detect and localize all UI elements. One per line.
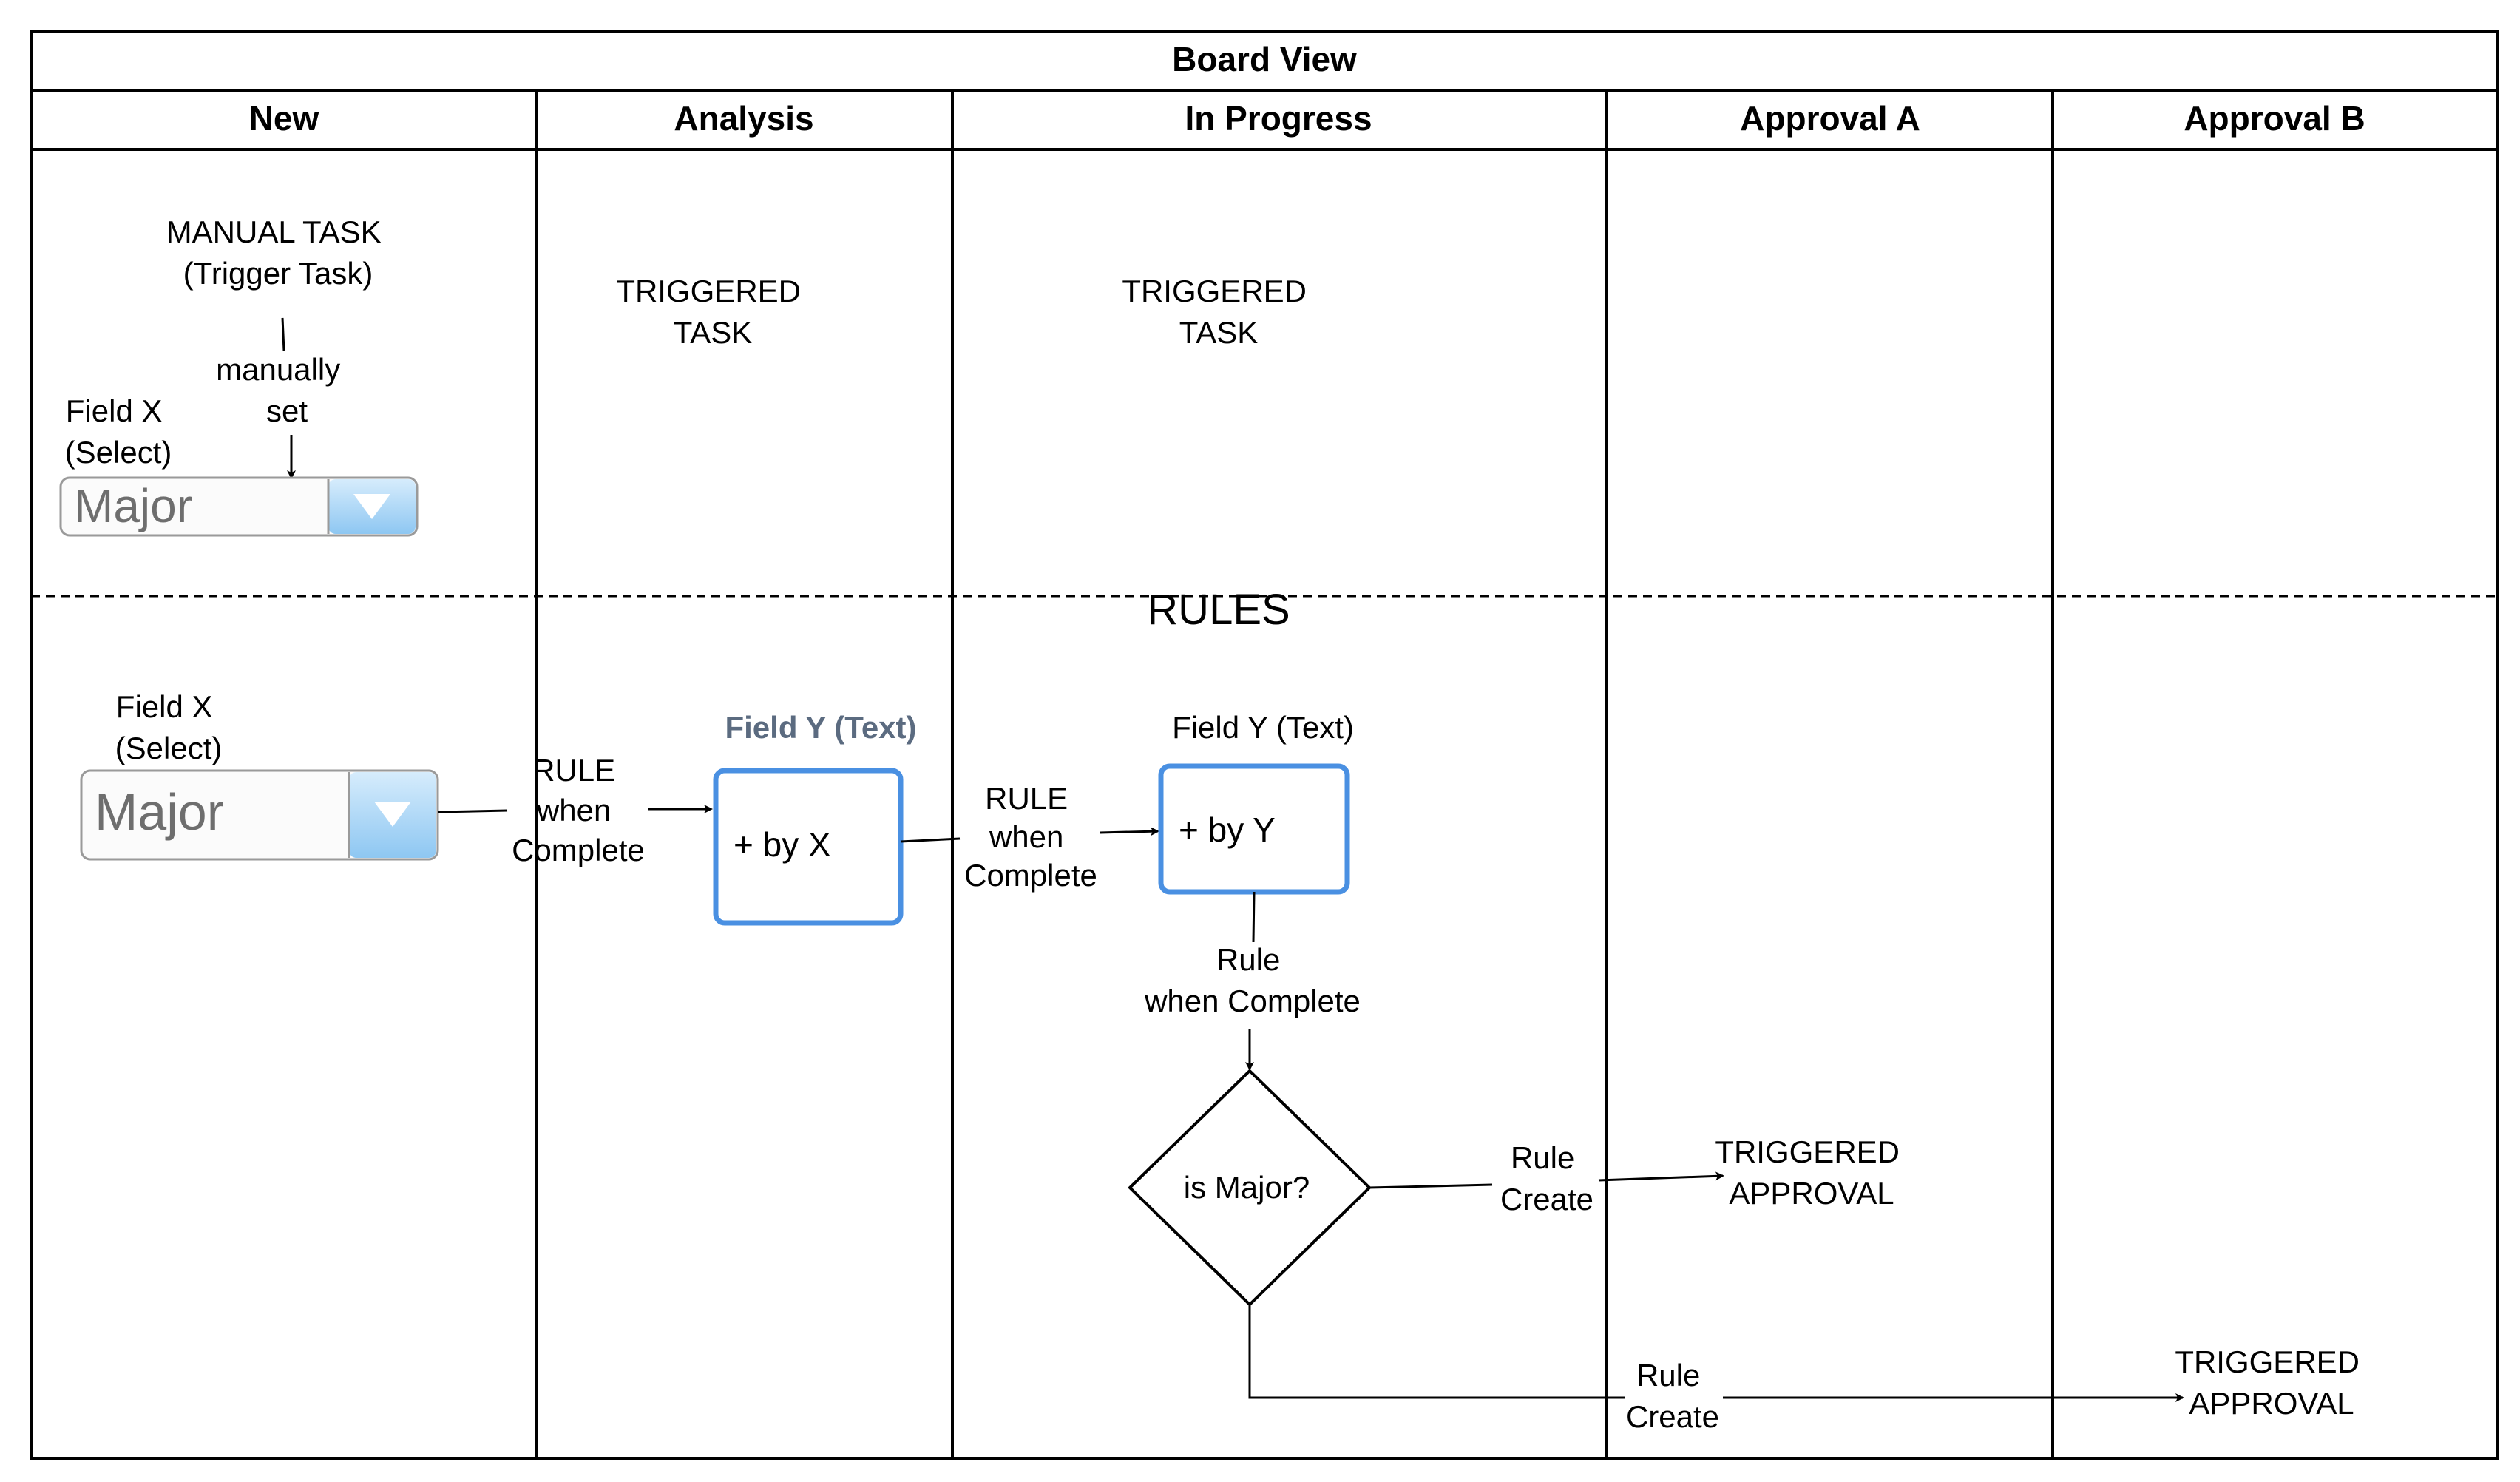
triggered-task-progress: TRIGGERED TASK	[1122, 274, 1315, 350]
box-by-x-label: + by X	[734, 825, 831, 864]
triggered-approval-a: TRIGGERED APPROVAL	[1715, 1134, 1908, 1211]
rule-when-complete-2: RULE when Complete	[964, 781, 1097, 893]
box-by-x[interactable]	[713, 768, 904, 926]
triggered-approval-b: TRIGGERED APPROVAL	[2175, 1344, 2368, 1421]
manually-set-label: manually set	[216, 352, 349, 428]
arrow-to-approval-a	[1598, 1171, 1724, 1182]
column-header-approval-a: Approval A	[1740, 99, 1920, 138]
column-header-new: New	[249, 99, 319, 138]
chevron-down-icon	[353, 494, 390, 519]
manual-task-label: MANUAL TASK (Trigger Task)	[166, 214, 390, 291]
field-x-label-rules: Field X (Select)	[115, 689, 223, 765]
chevron-down-icon	[374, 802, 411, 827]
connector-box-y-to-rule3	[1252, 891, 1256, 943]
triggered-task-analysis: TRIGGERED TASK	[616, 274, 809, 350]
decision-label: is Major?	[1184, 1170, 1310, 1205]
connector-decision-to-rule-create-2	[1248, 1305, 1625, 1399]
rule-create-2: Rule Create	[1626, 1358, 1719, 1434]
manual-task-connector	[281, 317, 285, 351]
select-value-top: Major	[74, 479, 192, 532]
column-header-in-progress: In Progress	[1185, 99, 1372, 138]
field-x-select-rules[interactable]: Major	[80, 769, 439, 861]
field-y-title-2: Field Y (Text)	[1172, 710, 1354, 745]
rule-when-complete-3: Rule when Complete	[1144, 942, 1361, 1018]
select-value-rules: Major	[95, 783, 224, 841]
connector-decision-to-rule-create-1	[1369, 1183, 1493, 1189]
rule-create-1: Rule Create	[1500, 1140, 1593, 1217]
board-title: Board View	[1172, 40, 1357, 78]
field-x-select-top[interactable]: Major	[59, 476, 419, 537]
field-x-label-top: Field X (Select)	[65, 393, 172, 470]
rule-when-complete-1: RULE when Complete	[512, 753, 645, 867]
column-header-approval-b: Approval B	[2184, 99, 2365, 138]
box-by-y-label: + by Y	[1179, 811, 1276, 849]
field-y-title-1: Field Y (Text)	[725, 710, 916, 745]
column-header-analysis: Analysis	[674, 99, 813, 138]
connector-select-to-rule1	[437, 809, 508, 813]
rules-label: RULES	[1147, 586, 1290, 634]
connector-box-x-to-rule2	[900, 837, 961, 843]
arrow-rule2-to-box-y	[1100, 827, 1159, 836]
